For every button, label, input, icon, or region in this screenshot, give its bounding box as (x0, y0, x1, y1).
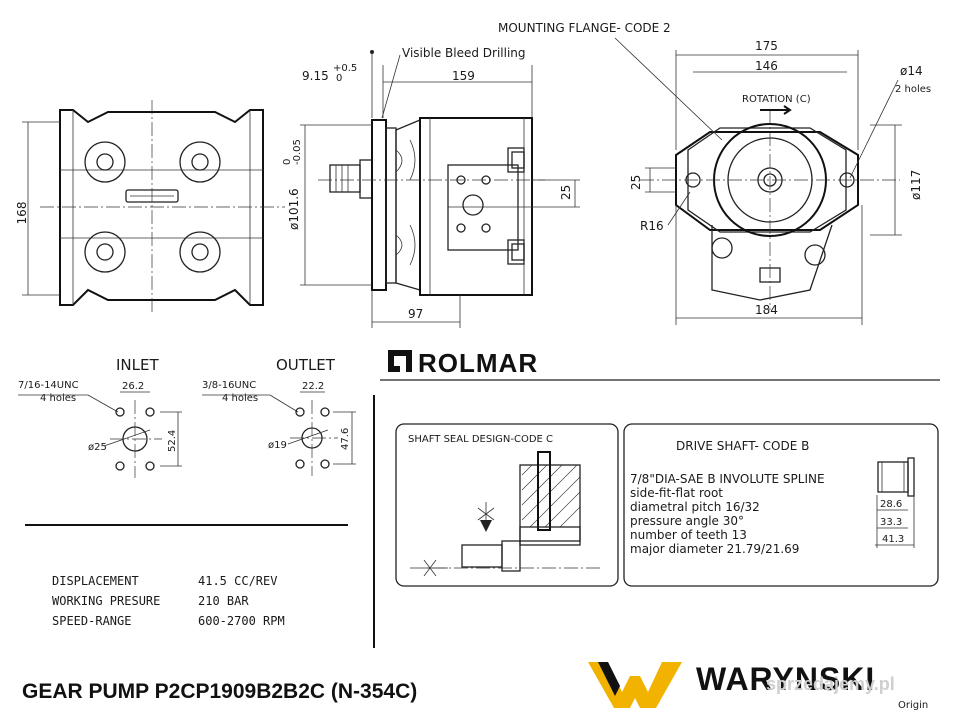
drive-dim-c: 41.3 (882, 534, 904, 545)
rolmar-wordmark: ROLMAR (418, 348, 538, 378)
drive-dim-a: 28.6 (880, 499, 902, 510)
warynski-logo: WARYNSKI Origin (588, 661, 928, 711)
dim-flange-tol: +0.5 (333, 63, 357, 74)
drive-shaft-line-2: side-fit-flat root (630, 486, 723, 500)
inlet-dim-height: 52.4 (167, 430, 178, 452)
spec-value-speed: 600-2700 RPM (198, 614, 285, 628)
spec-label-pressure: WORKING PRESURE (52, 594, 160, 608)
spec-value-pressure: 210 BAR (198, 594, 249, 608)
leader-bleed-drilling: Visible Bleed Drilling (402, 46, 526, 60)
label-mounting-flange: MOUNTING FLANGE- CODE 2 (498, 21, 671, 35)
warynski-wordmark: WARYNSKI (696, 661, 875, 697)
flange-view: 175 146 ROTATION (C) MOUNTING FLANGE- CO… (498, 21, 931, 325)
drive-shaft-line-4: pressure angle 30° (630, 514, 744, 528)
watermark-text: sprzedajemy.pl (766, 674, 895, 694)
dim-side-bottom: 97 (408, 307, 423, 321)
dim-flange-175: 175 (755, 39, 778, 53)
dim-flange-hole: ø14 (900, 64, 923, 78)
inlet-holes: 4 holes (40, 393, 76, 404)
drive-shaft-title: DRIVE SHAFT- CODE B (676, 439, 809, 453)
inlet-dim-width: 26.2 (122, 381, 144, 392)
dim-flange-25: 25 (629, 175, 643, 190)
outlet-detail: OUTLET 3/8-16UNC 4 holes 22.2 47.6 ø19 (202, 356, 356, 476)
dim-flange-184: 184 (755, 303, 778, 317)
dim-front-height: 168 (15, 202, 29, 225)
outlet-holes: 4 holes (222, 393, 258, 404)
drive-shaft-box: DRIVE SHAFT- CODE B 7/8"DIA-SAE B INVOLU… (623, 423, 939, 587)
spec-label-speed: SPEED-RANGE (52, 614, 131, 628)
inlet-detail: INLET 7/16-14UNC 4 holes 26.2 52.4 ø25 (18, 356, 182, 478)
outlet-dim-height: 47.6 (340, 428, 351, 450)
spec-label-displacement: DISPLACEMENT (52, 574, 139, 588)
outlet-thread: 3/8-16UNC (202, 380, 256, 391)
shaft-seal-box: SHAFT SEAL DESIGN-CODE C (395, 423, 619, 587)
dim-side-length: 159 (452, 69, 475, 83)
side-view: 159 9.15 +0.5 0 Visible Bleed Drilling ø… (282, 46, 580, 328)
dim-side-port: 25 (559, 185, 573, 200)
dim-flange-offset: 9.15 (302, 69, 329, 83)
inlet-label: INLET (116, 356, 159, 374)
drive-shaft-line-1: 7/8"DIA-SAE B INVOLUTE SPLINE (630, 472, 825, 486)
outlet-dim-diameter: ø19 (268, 440, 287, 451)
drive-dim-b: 33.3 (880, 517, 902, 528)
outlet-dim-width: 22.2 (302, 381, 324, 392)
outlet-label: OUTLET (276, 356, 336, 374)
drawing-title: GEAR PUMP P2CP1909B2B2C (N-354C) (22, 680, 417, 703)
dim-flange-r16: R16 (640, 219, 664, 233)
dim-flange-hole-count: 2 holes (895, 84, 931, 95)
dim-flange-146: 146 (755, 59, 778, 73)
inlet-dim-diameter: ø25 (88, 442, 107, 453)
label-rotation: ROTATION (C) (742, 94, 811, 105)
dim-flange-tol-low: 0 (336, 73, 342, 84)
front-view: 168 (15, 100, 285, 315)
dim-pilot-tol: 0 (282, 159, 293, 165)
dim-flange-117: ø117 (909, 170, 923, 200)
inlet-thread: 7/16-14UNC (18, 380, 79, 391)
drive-shaft-line-3: diametral pitch 16/32 (630, 500, 760, 514)
warynski-origin: Origin (898, 700, 928, 711)
dim-pilot-tol-low: -0.05 (292, 139, 303, 165)
drive-shaft-line-5: number of teeth 13 (630, 528, 747, 542)
spec-table: DISPLACEMENT 41.5 CC/REV WORKING PRESURE… (52, 574, 285, 628)
drive-shaft-line-6: major diameter 21.79/21.69 (630, 542, 799, 556)
shaft-seal-title: SHAFT SEAL DESIGN-CODE C (408, 434, 553, 445)
rolmar-logo: ROLMAR (380, 348, 940, 381)
dim-pilot-diameter: ø101.6 (287, 188, 301, 230)
spec-value-displacement: 41.5 CC/REV (198, 574, 277, 588)
